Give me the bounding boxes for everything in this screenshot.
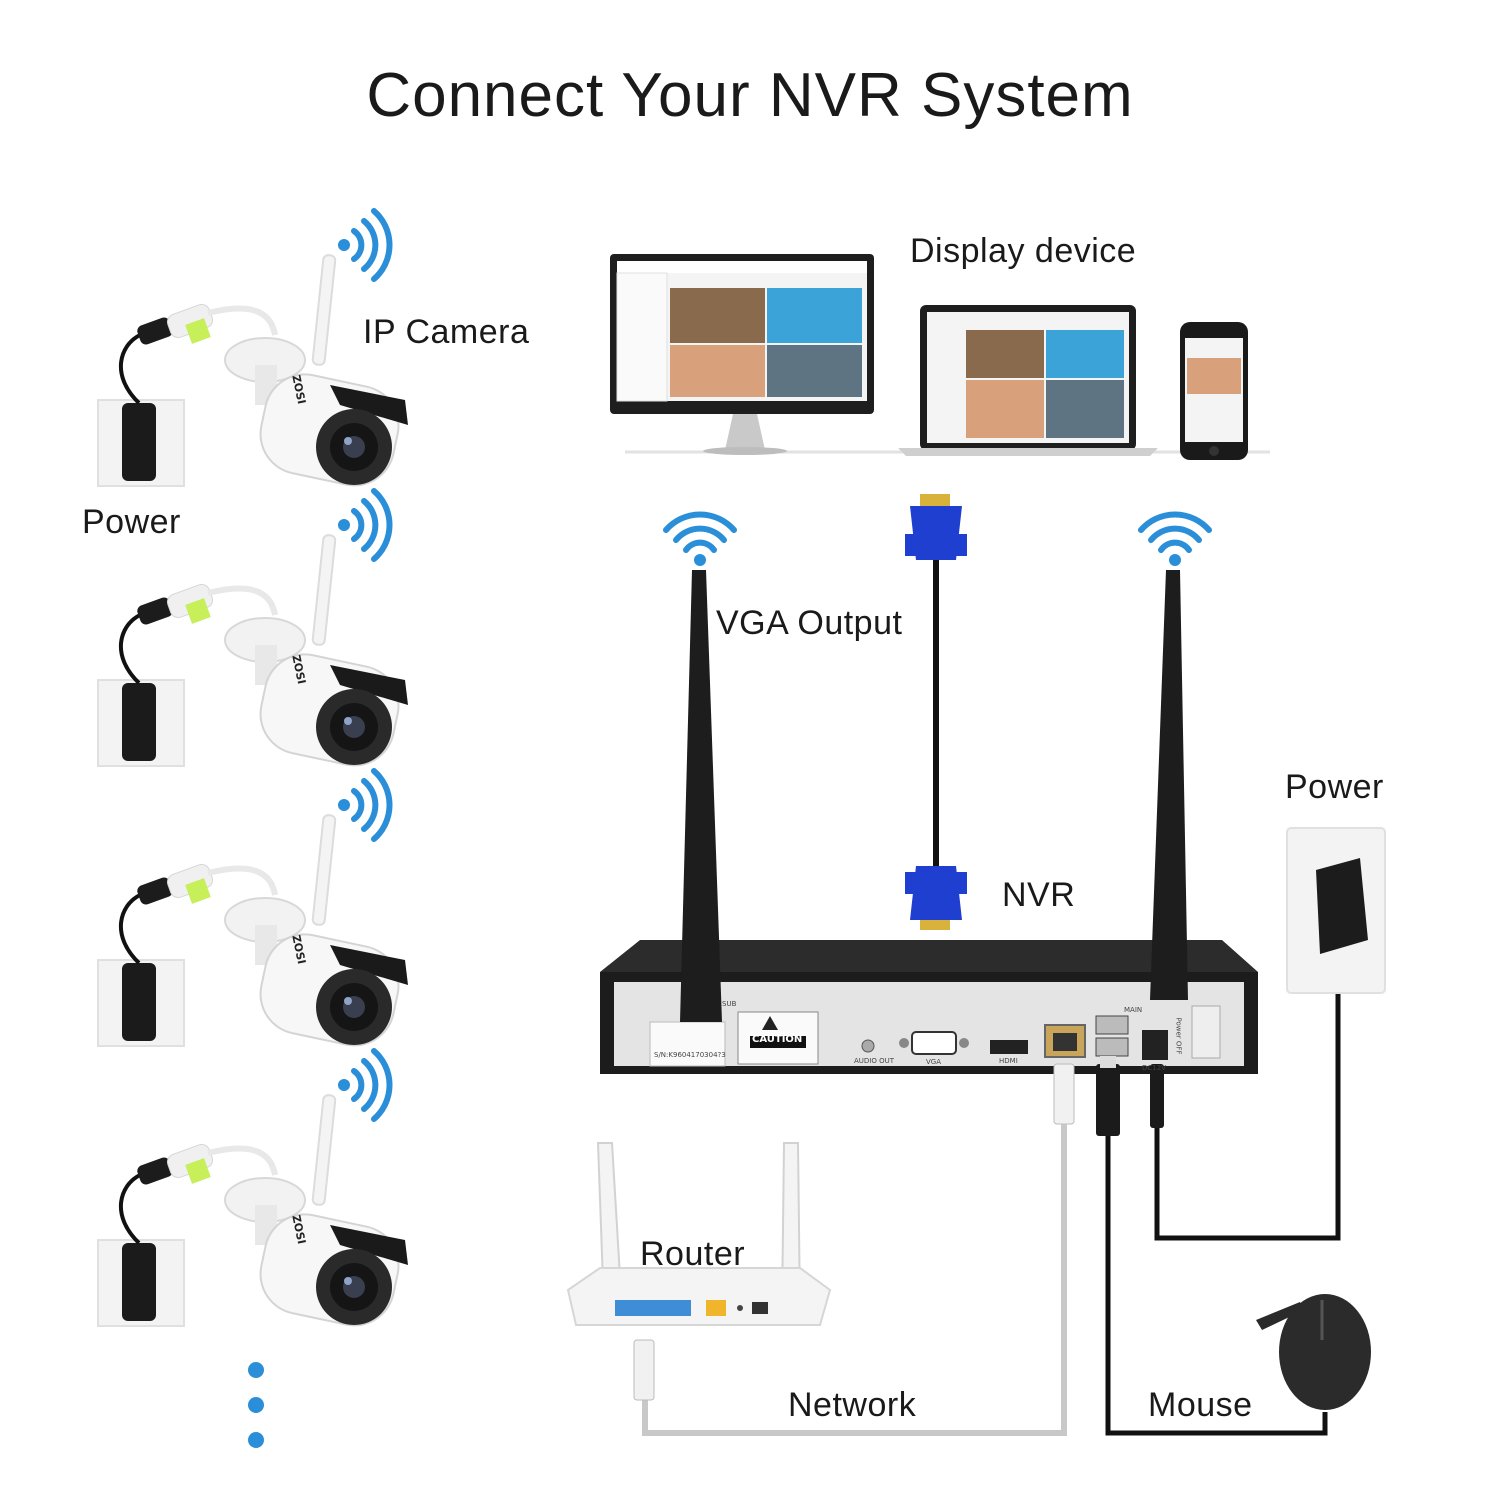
nvr-audio-out-text: AUDIO OUT — [854, 1057, 895, 1065]
router-device — [566, 1142, 832, 1401]
ip-camera-2 — [98, 535, 408, 773]
more-cameras-ellipsis — [248, 1362, 264, 1448]
nvr-dc12v-text: DC12V — [1142, 1064, 1166, 1072]
mouse-cable — [1105, 1136, 1328, 1436]
power-cable — [1154, 990, 1341, 1241]
display-device-label: Display device — [910, 232, 1137, 270]
router-label: Router — [640, 1235, 746, 1273]
nvr-wifi-icon-right — [1141, 514, 1209, 566]
nvr-antenna-left — [680, 570, 722, 1022]
nvr-cables — [1053, 1056, 1164, 1136]
nvr-wifi-icon-left — [666, 514, 734, 566]
power-label-left: Power — [82, 503, 181, 541]
nvr-hdmi-text: HDMI — [999, 1057, 1018, 1065]
page-title: Connect Your NVR System — [366, 61, 1134, 130]
mouse-label: Mouse — [1148, 1386, 1253, 1424]
monitor-display — [610, 254, 874, 455]
camera-wifi-icon-4 — [338, 1051, 390, 1119]
vga-output-label: VGA Output — [716, 604, 903, 642]
power-adapter-right — [1286, 827, 1386, 994]
laptop-display — [898, 305, 1158, 456]
camera-wifi-icon-1 — [338, 211, 390, 279]
nvr-caution-text: CAUTION — [752, 1034, 803, 1045]
nvr-antenna-right — [1150, 570, 1188, 1000]
nvr-label: NVR — [1002, 876, 1076, 914]
nvr-device — [600, 940, 1258, 1074]
ip-camera-label: IP Camera — [363, 313, 530, 351]
ip-camera-3 — [98, 815, 408, 1053]
power-label-right: Power — [1285, 768, 1384, 806]
phone-display — [1180, 322, 1248, 460]
nvr-vga-text: VGA — [926, 1058, 942, 1066]
nvr-serial-text: S/N:K9604170304?3 — [654, 1051, 726, 1059]
nvr-sub-text: SUB — [722, 1000, 737, 1008]
network-cable — [642, 1124, 1067, 1436]
ip-camera-1 — [98, 255, 408, 493]
nvr-power-off-text: Power OFF — [1174, 1017, 1183, 1055]
ip-camera-4 — [98, 1095, 408, 1333]
nvr-main-text: MAIN — [1124, 1006, 1143, 1014]
mouse-device — [1256, 1294, 1371, 1410]
vga-cable — [905, 494, 967, 930]
network-label: Network — [788, 1386, 917, 1424]
camera-wifi-icon-3 — [338, 771, 390, 839]
camera-wifi-icon-2 — [338, 491, 390, 559]
